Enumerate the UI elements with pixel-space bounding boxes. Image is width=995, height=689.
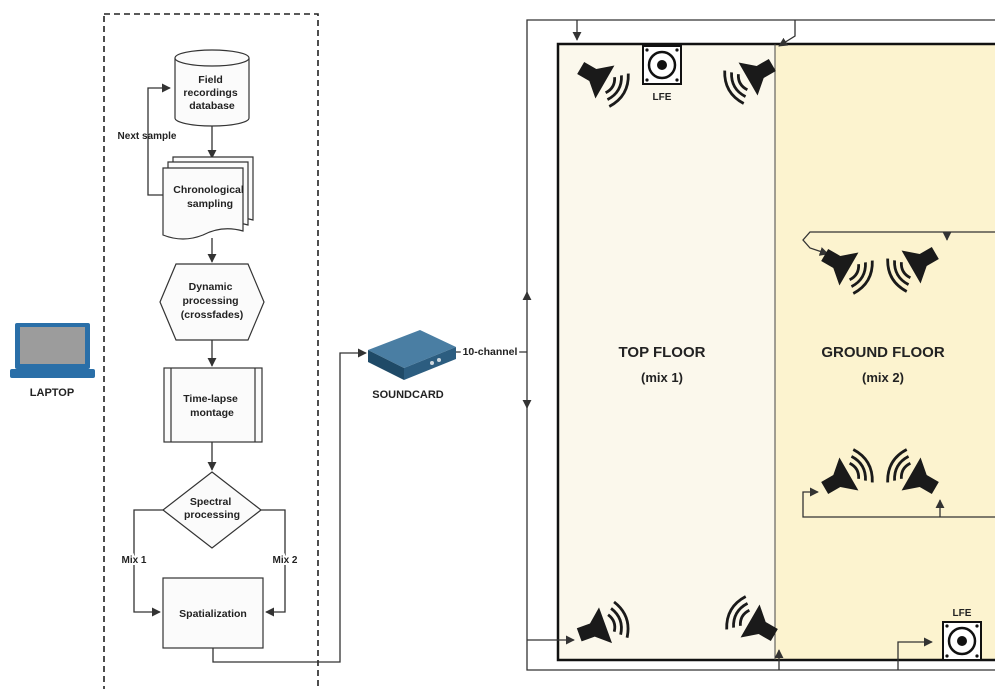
spatialization-label: Spatialization <box>179 608 247 620</box>
ground-floor-title: GROUND FLOOR <box>821 344 944 361</box>
next-sample-loop-arrow <box>147 83 171 196</box>
channel-label: 10-channel <box>463 346 518 358</box>
sampling-label: Chronological sampling <box>173 184 247 210</box>
database-label: Field recordings database <box>183 74 240 112</box>
dynamic-node <box>159 263 265 341</box>
spectral-node <box>162 471 262 549</box>
soundcard-icon <box>368 330 456 380</box>
top-floor-area <box>558 44 775 660</box>
building-outline <box>556 42 995 662</box>
arrow-mix1 <box>133 509 163 617</box>
speaker-wiring <box>522 19 995 671</box>
top-floor-mix: (mix 1) <box>641 370 683 385</box>
ground-floor-area <box>775 44 995 660</box>
lfe-top-label: LFE <box>653 92 672 103</box>
lfe-top-icon <box>642 45 682 85</box>
mix1-label: Mix 1 <box>121 555 146 566</box>
top-floor-title: TOP FLOOR <box>619 344 706 361</box>
next-sample-label: Next sample <box>118 131 177 142</box>
montage-node <box>163 367 263 443</box>
spectral-label: Spectral processing <box>184 496 240 521</box>
montage-label: Time-lapse montage <box>183 393 241 419</box>
soundcard-label: SOUNDCARD <box>372 389 444 401</box>
lfe-bottom-label: LFE <box>953 608 972 619</box>
sampling-node <box>162 156 254 240</box>
dynamic-label: Dynamic processing (crossfades) <box>181 281 243 321</box>
laptop-icon <box>10 323 95 378</box>
arrow-mix2 <box>261 509 286 617</box>
database-node <box>174 49 250 127</box>
laptop-label: LAPTOP <box>30 387 74 399</box>
ground-floor-mix: (mix 2) <box>862 370 904 385</box>
lfe-bottom-icon <box>942 621 982 661</box>
mix2-label: Mix 2 <box>272 555 297 566</box>
arrow-to-soundcard <box>212 348 367 663</box>
processing-boundary <box>103 13 319 689</box>
